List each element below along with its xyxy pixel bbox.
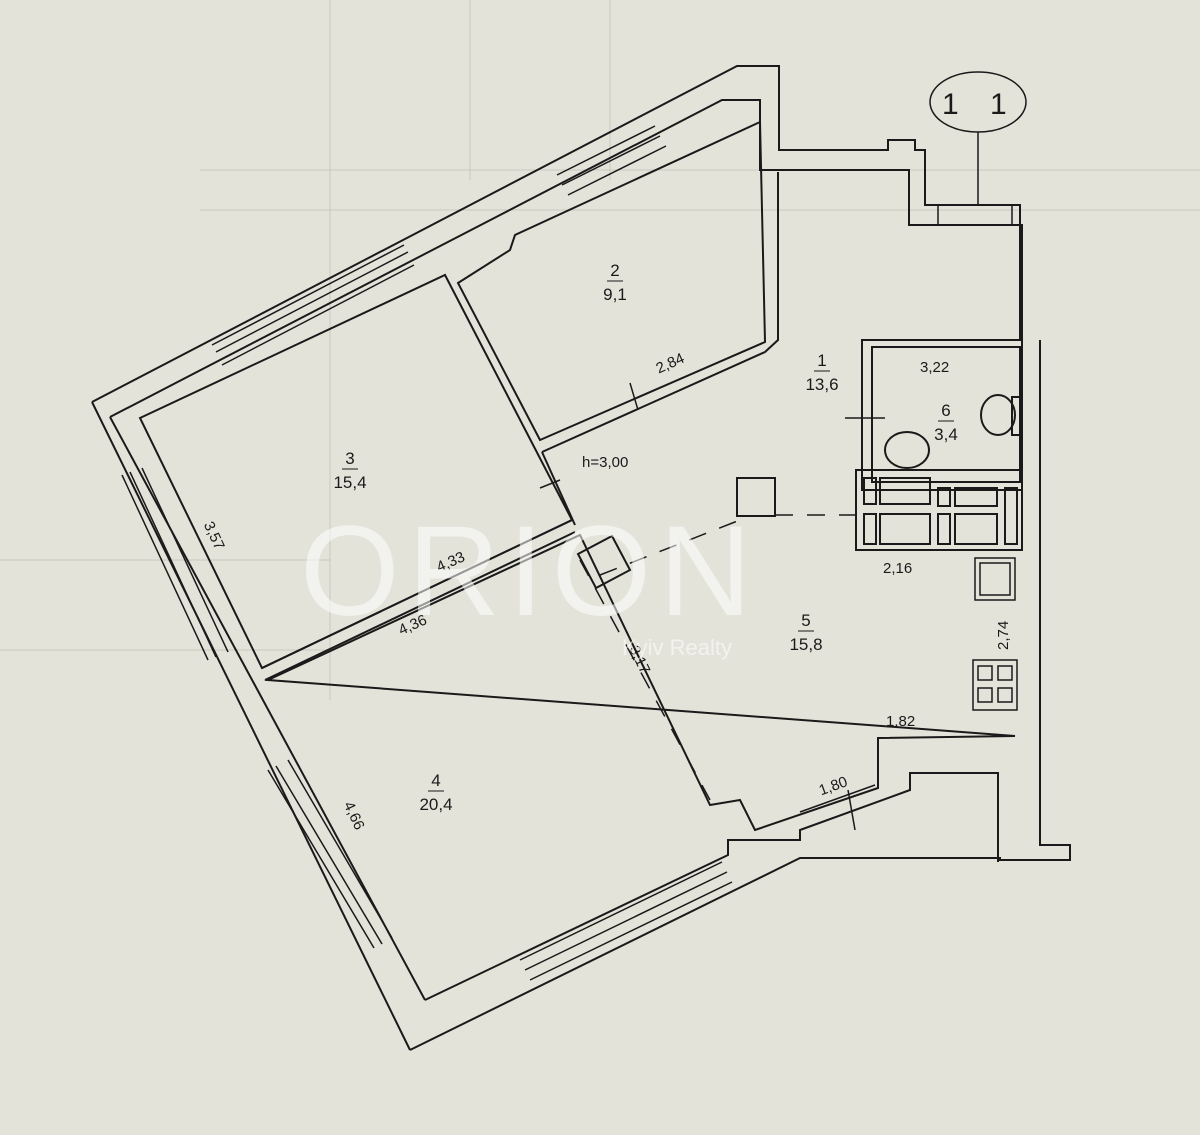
shafts: [855, 469, 1023, 551]
kitchen: [972, 557, 1018, 711]
watermark: ORION Kyiv Realty: [300, 500, 760, 660]
outer-wall: [91, 65, 1071, 1051]
room-4-outline: [264, 533, 1016, 832]
room-3-area: 15,4: [333, 473, 366, 492]
room-1-number: 1: [817, 351, 826, 370]
section-label-right: 1: [990, 88, 1007, 121]
room-2-number: 2: [610, 261, 619, 280]
section-label-left: 1: [942, 88, 959, 121]
dimension-ticks: [539, 382, 885, 831]
room-4-number: 4: [431, 771, 440, 790]
dim-2-16: 2,16: [883, 560, 912, 577]
room-labels: 1 13,6 2 9,1 3 15,4 4 20,4 5 15,8 6 3,4: [333, 261, 957, 814]
watermark-subtitle: Kyiv Realty: [622, 635, 732, 660]
wall-3-4-inner: [264, 531, 576, 681]
room-6-area: 3,4: [934, 425, 958, 444]
room-6-number: 6: [941, 401, 950, 420]
room-2-area: 9,1: [603, 285, 627, 304]
ceiling-height: h=3,00: [582, 454, 628, 471]
room-1-area: 13,6: [805, 375, 838, 394]
zone-lines: [579, 514, 860, 801]
dim-4-66: 4,66: [340, 799, 368, 833]
room-4-area: 20,4: [419, 795, 452, 814]
room-5-number: 5: [801, 611, 810, 630]
background-grid: [0, 0, 1200, 700]
wall-3-4: [261, 519, 573, 669]
column: [736, 477, 776, 517]
dim-2-74: 2,74: [995, 621, 1012, 650]
windows: [121, 125, 1013, 981]
section-marker: 1 1: [929, 71, 1027, 205]
dim-1-82: 1,82: [886, 713, 915, 730]
room-2-outline: [456, 120, 767, 442]
bathroom-6: [861, 339, 1023, 491]
room-5-area: 15,8: [789, 635, 822, 654]
watermark-brand: ORION: [300, 500, 760, 643]
dim-2-84: 2,84: [653, 350, 687, 377]
dim-3-22: 3,22: [920, 359, 949, 376]
column: [576, 534, 632, 590]
corridor-wall: [541, 172, 779, 453]
room-3-number: 3: [345, 449, 354, 468]
